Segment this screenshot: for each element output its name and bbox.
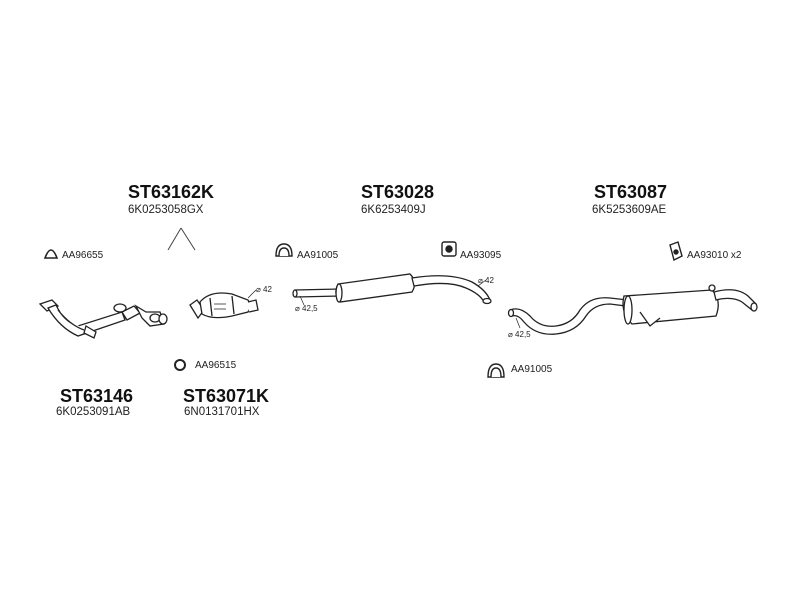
part-code-catalyst: ST63071K	[183, 386, 270, 406]
accessory-label-clamp: AA91005	[297, 250, 339, 261]
front-pipe-drawing	[38, 299, 168, 339]
dimension-label-rear-inlet: ⌀ 42,5	[508, 330, 531, 339]
accessory-label-mount: AA93095	[460, 250, 502, 261]
middle-silencer-drawing	[292, 273, 492, 305]
accessory-label-ring: AA96655	[62, 250, 104, 261]
rubber-mount-icon	[441, 241, 457, 257]
dimension-label-mid-inlet: ⌀ 42,5	[295, 304, 318, 313]
part-code-rear-silencer: ST63087	[594, 182, 668, 202]
part-code-catalyst-kit: ST63162K	[128, 182, 215, 202]
clamp-lower-icon	[487, 363, 505, 378]
accessory-label-clamp-lower: AA91005	[511, 364, 553, 375]
oem-number-rear-silencer: 6K5253609AE	[592, 204, 667, 216]
gasket-ring-icon	[43, 249, 59, 259]
clamp-icon	[275, 243, 293, 257]
dimension-label-cat-outlet: ⌀ 42	[256, 285, 272, 294]
oem-number-front-pipe: 6K0253091AB	[56, 406, 131, 418]
oem-number-catalyst-kit: 6K0253058GX	[128, 204, 204, 216]
hanger-icon	[669, 241, 683, 262]
kit-bracket	[167, 227, 196, 251]
rear-silencer-drawing	[507, 284, 758, 335]
oem-number-catalyst: 6N0131701HX	[184, 406, 260, 418]
ring-gasket-icon	[174, 359, 186, 371]
catalyst-drawing	[189, 292, 259, 320]
accessory-label-hanger: AA93010 x2	[687, 250, 742, 261]
part-code-middle-silencer: ST63028	[361, 182, 435, 202]
part-code-front-pipe: ST63146	[60, 386, 134, 406]
dimension-label-mid-outlet: ⌀ 42	[478, 276, 494, 285]
oem-number-middle-silencer: 6K6253409J	[361, 204, 426, 216]
accessory-label-ring-lower: AA96515	[195, 360, 237, 371]
